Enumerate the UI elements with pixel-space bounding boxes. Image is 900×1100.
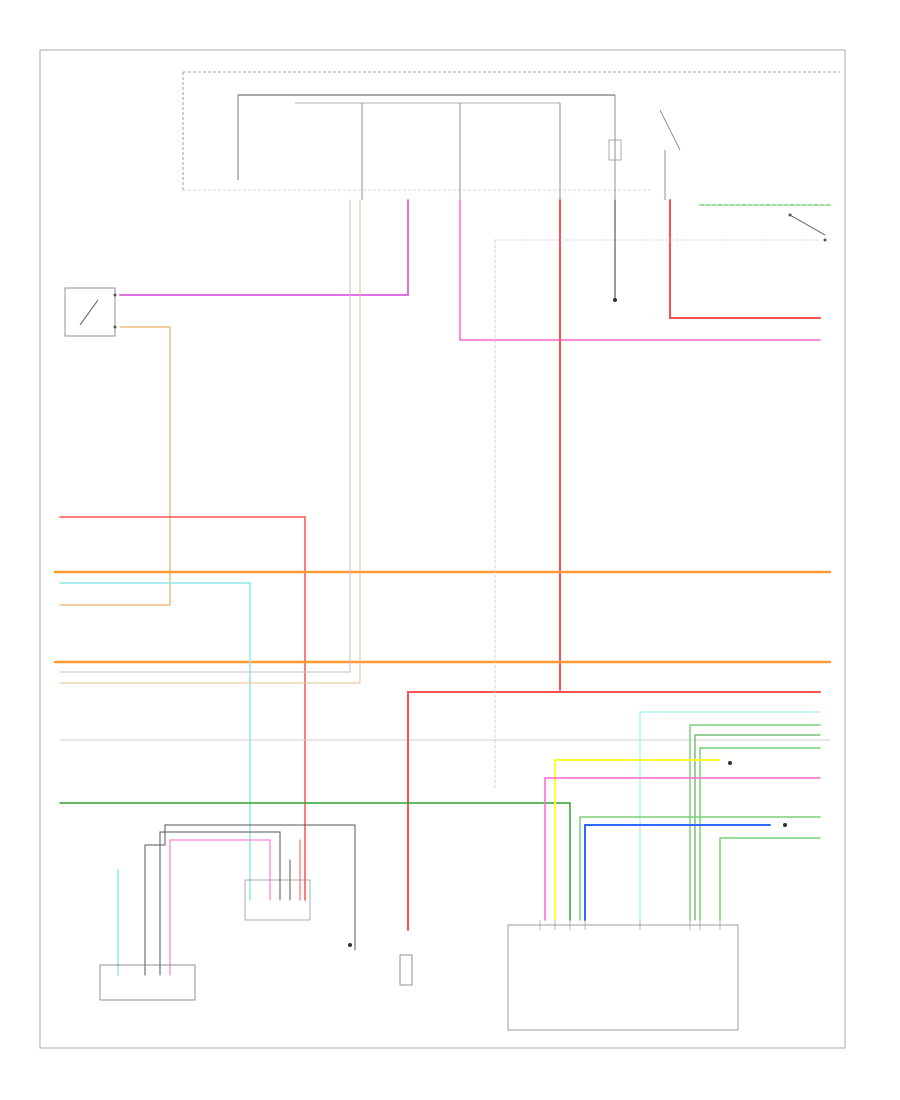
hot-at-all-times-bus	[182, 71, 840, 191]
fuel-tank-unit	[99, 964, 196, 1001]
wire-red-left	[59, 516, 306, 901]
wire-pink-2	[169, 839, 271, 976]
wire-grey-2	[59, 199, 361, 684]
brake-switch	[788, 213, 827, 242]
wire-grey-1	[59, 199, 351, 673]
ignition-relay	[399, 954, 413, 986]
wire-lgreen-2	[699, 747, 821, 921]
wire-light-green-pcm	[689, 724, 821, 921]
wire-light-blue	[59, 582, 251, 901]
wire-red-relay	[407, 691, 821, 931]
wire-green-2-pcm	[579, 816, 821, 921]
wire-violet	[119, 199, 409, 296]
ground-symbols	[348, 298, 787, 947]
wires	[53, 199, 832, 976]
wire-pink-pcm	[544, 777, 821, 921]
diagram-border	[39, 49, 846, 1049]
wire-black-1	[144, 824, 356, 976]
wire-black-2	[159, 831, 281, 976]
wire-yellow-pcm	[554, 759, 721, 921]
wire-red-right	[669, 199, 821, 319]
wire-lgreen-3-pcm	[719, 837, 821, 921]
fuse-block	[237, 94, 681, 200]
wire-dark-green	[59, 802, 571, 921]
fuel-pump-module	[244, 879, 311, 921]
wire-blue-pcm	[584, 824, 771, 921]
powertrain-control-module	[507, 924, 739, 1031]
wire-green-pcm	[694, 734, 821, 921]
wire-pink	[459, 199, 821, 341]
wire-light-blue-pcm	[639, 711, 821, 921]
transmission-range-switch	[64, 287, 117, 337]
wire-tan	[59, 326, 171, 606]
connector-pins	[539, 920, 721, 930]
